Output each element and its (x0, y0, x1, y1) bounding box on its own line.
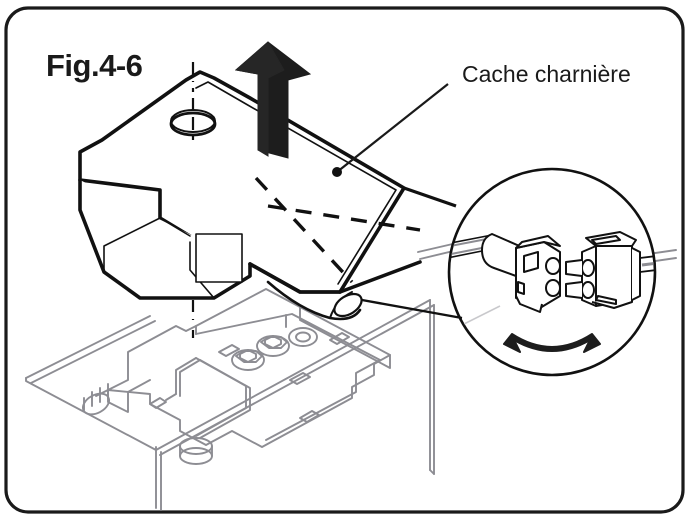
hidden-edges (254, 176, 421, 284)
connector-female-cavity-2 (545, 279, 561, 297)
lift-arrow (234, 41, 312, 159)
plate-slot-4 (299, 410, 320, 423)
hinge-cover-cable-boss (333, 292, 363, 318)
hex-nut-2 (256, 335, 290, 357)
hinge-cover-relief-line (195, 81, 397, 285)
base-cable-routing (149, 357, 251, 465)
hinge-cover (78, 70, 422, 321)
washer-hole (288, 327, 318, 347)
fasteners (231, 327, 318, 371)
disconnect-arrow (503, 333, 601, 353)
detail-circle-leader (361, 186, 463, 320)
callout-leader (332, 83, 449, 177)
connector-female-cavity-1 (545, 257, 561, 275)
connector-wire-right-fill (641, 257, 654, 267)
connector-wire-right (639, 251, 654, 273)
hex-nut-1 (231, 349, 265, 371)
plate-slot-2 (289, 372, 311, 385)
background-assembly (25, 239, 677, 511)
connector-female-latch (523, 251, 539, 273)
figure-label: Fig.4-6 (46, 48, 143, 83)
hinge-cover-tab (195, 233, 243, 283)
cabinet-edge (25, 299, 435, 511)
callout-label-cache-charniere: Cache charnière (462, 61, 631, 87)
hinge-base-plate (81, 288, 391, 448)
connector-male (565, 231, 641, 309)
connector-female (481, 233, 561, 313)
plate-slot-3 (329, 332, 350, 345)
leader-line (336, 83, 449, 173)
leader-dot (332, 167, 342, 177)
plate-slot-1 (218, 344, 240, 357)
lift-arrow-shade (234, 41, 285, 157)
connector-female-boot (481, 233, 525, 277)
disconnect-arrow-body (503, 333, 601, 353)
